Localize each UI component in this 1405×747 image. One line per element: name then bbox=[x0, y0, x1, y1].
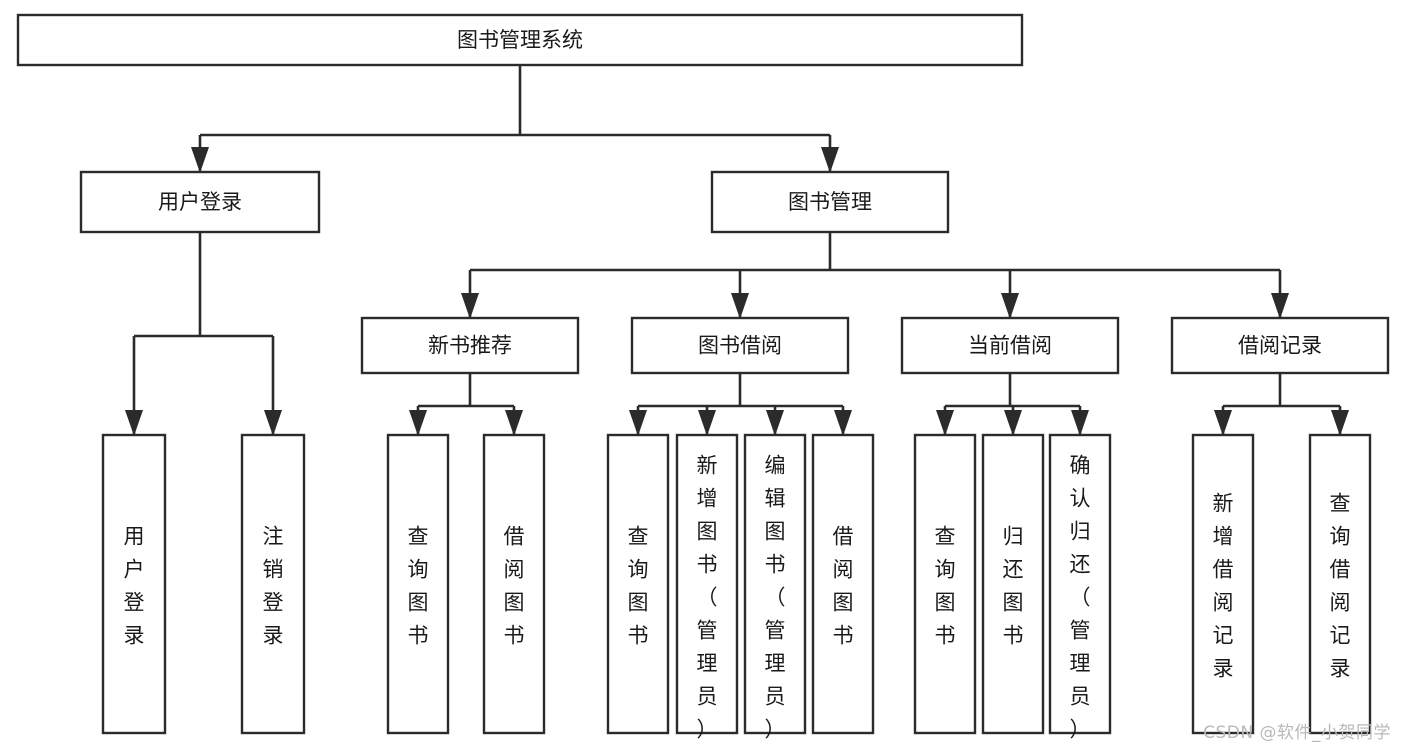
leaf-node-13[interactable]: 查询借阅记录 bbox=[1308, 433, 1372, 735]
leaf-node-box[interactable] bbox=[743, 433, 807, 735]
level2-node-box[interactable] bbox=[79, 170, 321, 234]
arrow-head-icon bbox=[125, 410, 143, 436]
level3-node-3[interactable]: 当前借阅 bbox=[900, 316, 1120, 375]
level3-node-label: 图书借阅 bbox=[698, 334, 782, 358]
leaf-node-label: 查询图书 bbox=[408, 525, 429, 648]
level2-node-2[interactable]: 图书管理 bbox=[710, 170, 950, 234]
arrow-head-icon bbox=[409, 410, 427, 436]
leaf-node-box[interactable] bbox=[240, 433, 306, 735]
leaf-node-label: 借阅图书 bbox=[833, 525, 854, 648]
arrow-head-icon bbox=[191, 147, 209, 173]
leaf-node-8[interactable]: 借阅图书 bbox=[811, 433, 875, 735]
leaf-node-label: 查询借阅记录 bbox=[1330, 492, 1351, 681]
arrow-head-icon bbox=[766, 410, 784, 436]
leaf-node-box[interactable] bbox=[606, 433, 670, 735]
arrow-head-icon bbox=[629, 410, 647, 436]
leaf-node-12[interactable]: 新增借阅记录 bbox=[1191, 433, 1255, 735]
level3-node-box[interactable] bbox=[630, 316, 850, 375]
arrow-head-icon bbox=[461, 293, 479, 319]
level2-node-1[interactable]: 用户登录 bbox=[79, 170, 321, 234]
level2-node-label: 图书管理 bbox=[788, 190, 872, 214]
arrow-head-icon bbox=[1331, 410, 1349, 436]
level2-node-box[interactable] bbox=[710, 170, 950, 234]
leaf-node-11[interactable]: 确认归还（管理员） bbox=[1048, 433, 1112, 742]
leaf-node-box[interactable] bbox=[101, 433, 167, 735]
leaf-node-4[interactable]: 借阅图书 bbox=[482, 433, 546, 735]
connector-layer bbox=[125, 65, 1349, 436]
leaf-node-box[interactable] bbox=[386, 433, 450, 735]
leaf-node-3[interactable]: 查询图书 bbox=[386, 433, 450, 735]
leaf-node-box[interactable] bbox=[981, 433, 1045, 735]
root-node-1[interactable]: 图书管理系统 bbox=[16, 13, 1024, 67]
leaf-node-label: 新增图书（管理员） bbox=[697, 454, 718, 742]
leaf-node-box[interactable] bbox=[811, 433, 875, 735]
leaf-node-box[interactable] bbox=[1048, 433, 1112, 735]
leaf-node-label: 确认归还（管理员） bbox=[1070, 454, 1091, 742]
arrow-head-icon bbox=[1214, 410, 1232, 436]
root-node-box[interactable] bbox=[16, 13, 1024, 67]
level3-node-label: 新书推荐 bbox=[428, 334, 512, 358]
level3-node-4[interactable]: 借阅记录 bbox=[1170, 316, 1390, 375]
leaf-node-label: 用户登录 bbox=[124, 525, 145, 648]
leaf-node-9[interactable]: 查询图书 bbox=[913, 433, 977, 735]
leaf-node-2[interactable]: 注销登录 bbox=[240, 433, 306, 735]
arrow-head-icon bbox=[731, 293, 749, 319]
level3-node-1[interactable]: 新书推荐 bbox=[360, 316, 580, 375]
leaf-node-label: 查询图书 bbox=[935, 525, 956, 648]
leaf-node-label: 注销登录 bbox=[263, 525, 284, 648]
arrow-head-icon bbox=[1271, 293, 1289, 319]
leaf-node-box[interactable] bbox=[1191, 433, 1255, 735]
leaf-node-label: 借阅图书 bbox=[504, 525, 525, 648]
level2-node-label: 用户登录 bbox=[158, 190, 242, 214]
arrow-head-icon bbox=[1001, 293, 1019, 319]
leaf-node-label: 归还图书 bbox=[1003, 525, 1024, 648]
leaf-node-5[interactable]: 查询图书 bbox=[606, 433, 670, 735]
level3-node-box[interactable] bbox=[360, 316, 580, 375]
leaf-node-1[interactable]: 用户登录 bbox=[101, 433, 167, 735]
leaf-node-box[interactable] bbox=[913, 433, 977, 735]
leaf-node-label: 查询图书 bbox=[628, 525, 649, 648]
level3-node-box[interactable] bbox=[1170, 316, 1390, 375]
arrow-head-icon bbox=[821, 147, 839, 173]
arrow-head-icon bbox=[698, 410, 716, 436]
leaf-node-7[interactable]: 编辑图书（管理员） bbox=[743, 433, 807, 742]
leaf-node-label: 新增借阅记录 bbox=[1213, 492, 1234, 681]
csdn-watermark: CSDN @软件_小贺同学 bbox=[1203, 723, 1391, 743]
leaf-node-box[interactable] bbox=[482, 433, 546, 735]
leaf-node-6[interactable]: 新增图书（管理员） bbox=[675, 433, 739, 742]
level3-node-label: 当前借阅 bbox=[968, 334, 1052, 358]
leaf-node-box[interactable] bbox=[675, 433, 739, 735]
node-layer: 用户登录图书管理新书推荐图书借阅当前借阅借阅记录用户登录注销登录查询图书借阅图书… bbox=[16, 13, 1390, 742]
arrow-head-icon bbox=[1071, 410, 1089, 436]
leaf-node-box[interactable] bbox=[1308, 433, 1372, 735]
arrow-head-icon bbox=[1004, 410, 1022, 436]
arrow-head-icon bbox=[936, 410, 954, 436]
arrow-head-icon bbox=[834, 410, 852, 436]
arrow-head-icon bbox=[505, 410, 523, 436]
leaf-node-label: 编辑图书（管理员） bbox=[765, 454, 786, 742]
root-node-label: 图书管理系统 bbox=[457, 28, 583, 52]
level3-node-label: 借阅记录 bbox=[1238, 334, 1322, 358]
level3-node-2[interactable]: 图书借阅 bbox=[630, 316, 850, 375]
level3-node-box[interactable] bbox=[900, 316, 1120, 375]
leaf-node-10[interactable]: 归还图书 bbox=[981, 433, 1045, 735]
arrow-head-icon bbox=[264, 410, 282, 436]
